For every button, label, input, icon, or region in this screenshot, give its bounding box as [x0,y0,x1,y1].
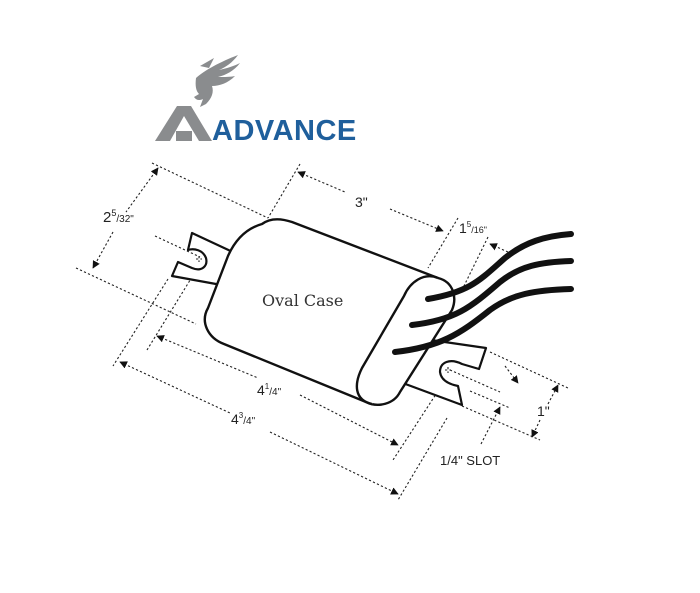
lead-wire-3 [392,286,574,355]
bracket-width-dimension-label: 1" [537,403,550,419]
height-dimension-label: 25/32" [103,208,134,226]
case-depth-dimension-label: 15/16" [459,220,487,236]
oval-case: Oval Case [203,218,456,406]
advance-logo: ADVANCE [155,55,357,147]
a-mark-icon [155,106,212,141]
eagle-icon [194,55,240,107]
lead-wire-1 [425,231,574,302]
overall-length-dimension-label: 43/4" [231,411,256,427]
dimension-labels: 25/32" 3" 15/16" 41/4" 43/4" 1" 1/4" SLO… [103,194,550,468]
case-label: Oval Case [262,291,343,310]
slot-size-label: 1/4" SLOT [440,453,500,468]
case-length-dimension-label: 3" [355,194,368,210]
mount-spacing-dimension-label: 41/4" [257,382,282,398]
dimension-lines [75,162,569,501]
lead-wire-2 [409,258,574,328]
brand-name: ADVANCE [212,115,357,147]
lead-wires [392,231,574,355]
